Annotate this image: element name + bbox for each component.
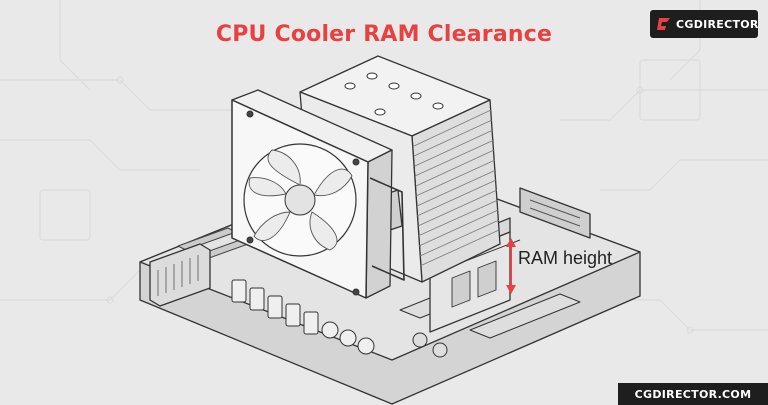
cgdirector-logo-icon: [657, 18, 670, 30]
ram-height-arrow: [506, 238, 516, 294]
cgdirector-logo: CGDIRECTOR: [650, 10, 758, 38]
logo-text: CGDIRECTOR: [676, 17, 759, 31]
background-circuit-pattern: [0, 0, 768, 334]
cooling-fan: [231, 89, 405, 299]
page-title: CPU Cooler RAM Clearance: [215, 22, 553, 47]
footer-domain: CGDIRECTOR.COM: [618, 383, 768, 405]
ram-height-label: RAM height: [518, 248, 613, 268]
